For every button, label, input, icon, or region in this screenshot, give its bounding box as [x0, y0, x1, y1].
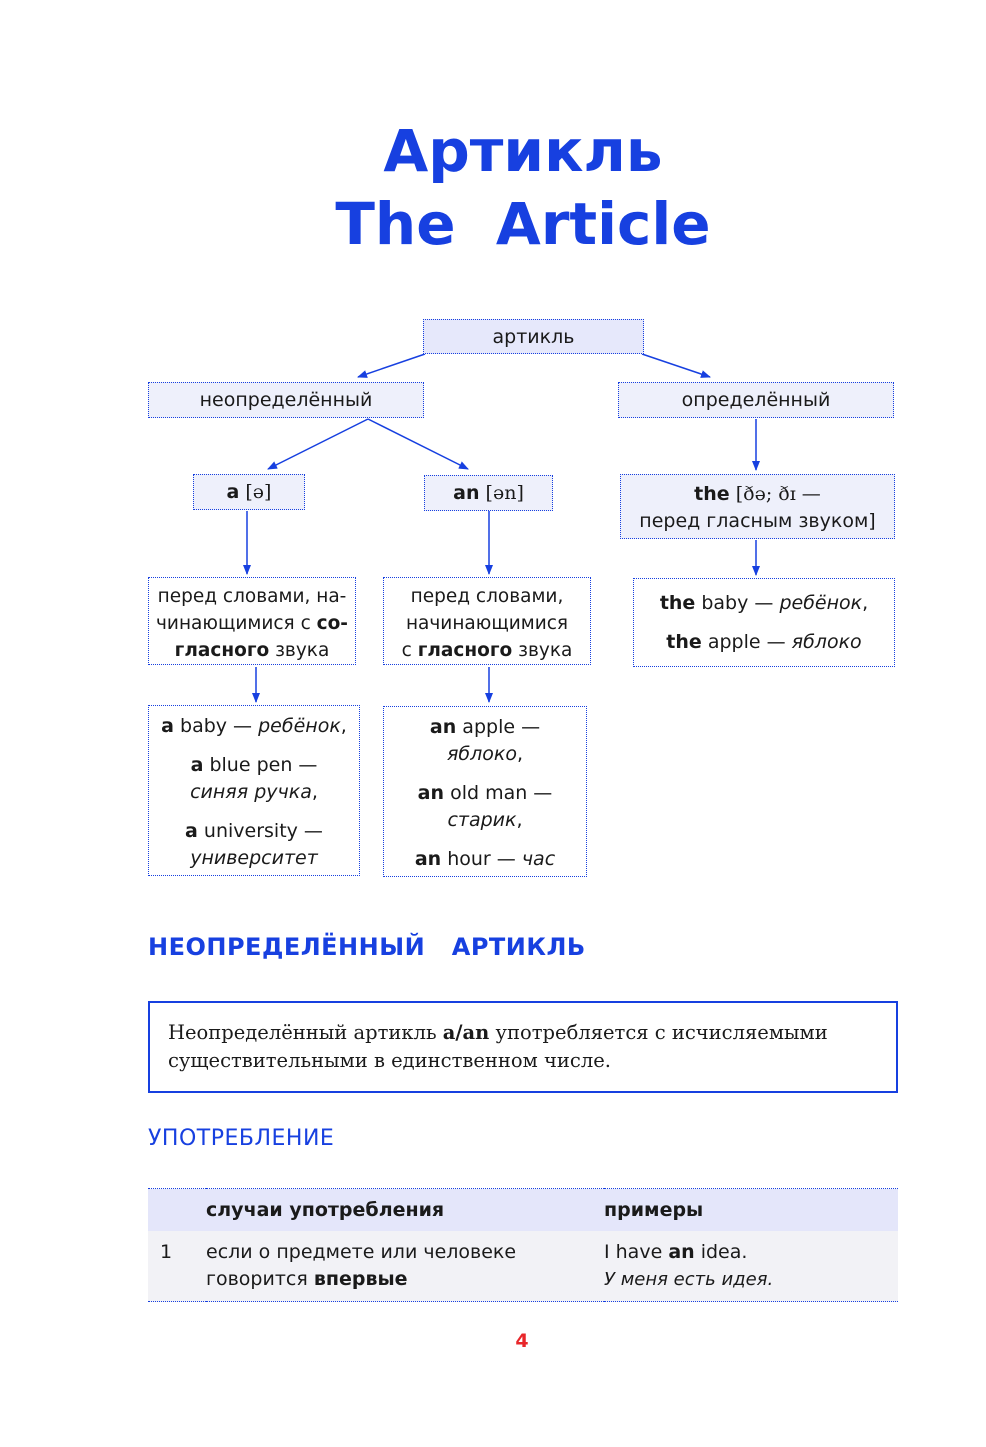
row-case: если о предмете или человеке говорится в…	[206, 1231, 604, 1302]
a-example-2: a blue pen —	[190, 754, 318, 776]
arrow-indefinite-to-a	[267, 418, 369, 470]
table-row: 1 если о предмете или человеке говорится…	[148, 1231, 898, 1302]
table-header-cases: случаи употребления	[206, 1188, 604, 1231]
node-an-word: an	[453, 482, 480, 504]
arrow-root-to-indefinite	[357, 353, 426, 378]
table-header-row: случаи употребления примеры	[148, 1188, 898, 1231]
node-the-examples: the baby — ребёнок, the apple — яблоко	[633, 578, 895, 667]
node-an: an [ən]	[424, 475, 553, 511]
node-an-examples: an apple — яблоко, an old man — старик, …	[383, 706, 587, 877]
an-example-1-translation: яблоко,	[446, 743, 524, 765]
the-example-1: the baby — ребёнок,	[659, 592, 869, 614]
rule-text-pre: Неопределённый артикль	[168, 1021, 443, 1044]
node-an-ipa: [ən]	[485, 482, 524, 504]
a-rule-line3-bold: гласного	[174, 640, 270, 661]
tree-arrows	[243, 353, 760, 703]
rule-text-bold: a/an	[442, 1021, 490, 1044]
an-rule-line3-post: звука	[512, 640, 573, 661]
table-header-examples: примеры	[604, 1188, 898, 1231]
usage-heading: УПОТРЕБЛЕНИЕ	[148, 1126, 335, 1151]
row-number: 1	[148, 1231, 206, 1302]
an-rule-line3-bold: гласного	[417, 640, 513, 661]
node-the: the [ðə; ðɪ — перед гласным звуком]	[620, 474, 895, 539]
a-example-1: a baby — ребёнок,	[161, 715, 347, 737]
node-a-examples: a baby — ребёнок, a blue pen — синяя руч…	[148, 705, 360, 876]
a-example-3: a university —	[185, 820, 323, 842]
node-the-ipa: [ðə; ðɪ —	[735, 483, 821, 505]
a-rule-line3: звука	[269, 640, 330, 661]
node-definite-label: определённый	[681, 389, 831, 411]
an-example-1: an apple —	[429, 716, 541, 738]
an-example-3: an hour — час	[414, 848, 556, 870]
table-header-num	[148, 1188, 206, 1231]
an-rule-line3-pre: с	[401, 640, 418, 661]
node-a-rule: перед словами, на- чинающимися с со- гла…	[148, 577, 356, 665]
node-indefinite-label: неопределённый	[199, 389, 373, 411]
page-title-ru: Артикль	[383, 117, 663, 185]
a-rule-line1: перед словами, на-	[157, 586, 347, 607]
node-definite: определённый	[618, 382, 894, 418]
usage-table: случаи употребления примеры 1 если о пре…	[148, 1188, 898, 1302]
arrow-root-to-definite	[641, 353, 711, 378]
rule-box: Неопределённый артикль a/an употребляетс…	[148, 1001, 898, 1093]
node-a: a [ə]	[193, 474, 305, 510]
node-an-rule: перед словами, начинающимися с гласного …	[383, 577, 591, 665]
an-example-2-translation: старик,	[447, 809, 523, 831]
node-a-word: a	[226, 481, 240, 503]
page-title-en: The Article	[335, 190, 711, 258]
row-example: I have an idea. У меня есть идея.	[604, 1231, 898, 1302]
section-heading: НЕОПРЕДЕЛЁННЫЙ АРТИКЛЬ	[148, 933, 586, 961]
node-a-ipa: [ə]	[245, 481, 272, 503]
node-the-ipa-note: перед гласным звуком]	[639, 510, 876, 532]
page-number: 4	[515, 1330, 529, 1352]
an-example-2: an old man —	[417, 782, 553, 804]
an-rule-line1: перед словами,	[410, 586, 564, 607]
node-the-word: the	[694, 483, 730, 505]
arrow-indefinite-to-an	[367, 418, 469, 470]
a-rule-line2: чинающимися с	[156, 613, 317, 634]
an-rule-line2: начинающимися	[405, 613, 569, 634]
a-example-3-translation: университет	[190, 847, 318, 869]
rule-text-post: употребляется с исчисляемыми существител…	[168, 1021, 828, 1072]
node-indefinite: неопределённый	[148, 382, 424, 418]
node-root: артикль	[423, 319, 644, 354]
the-example-2: the apple — яблоко	[666, 631, 862, 653]
a-example-2-translation: синяя ручка,	[190, 781, 318, 803]
a-rule-line2-bold: со-	[316, 613, 348, 634]
row-example-translation: У меня есть идея.	[604, 1269, 774, 1290]
node-root-label: артикль	[492, 325, 575, 348]
